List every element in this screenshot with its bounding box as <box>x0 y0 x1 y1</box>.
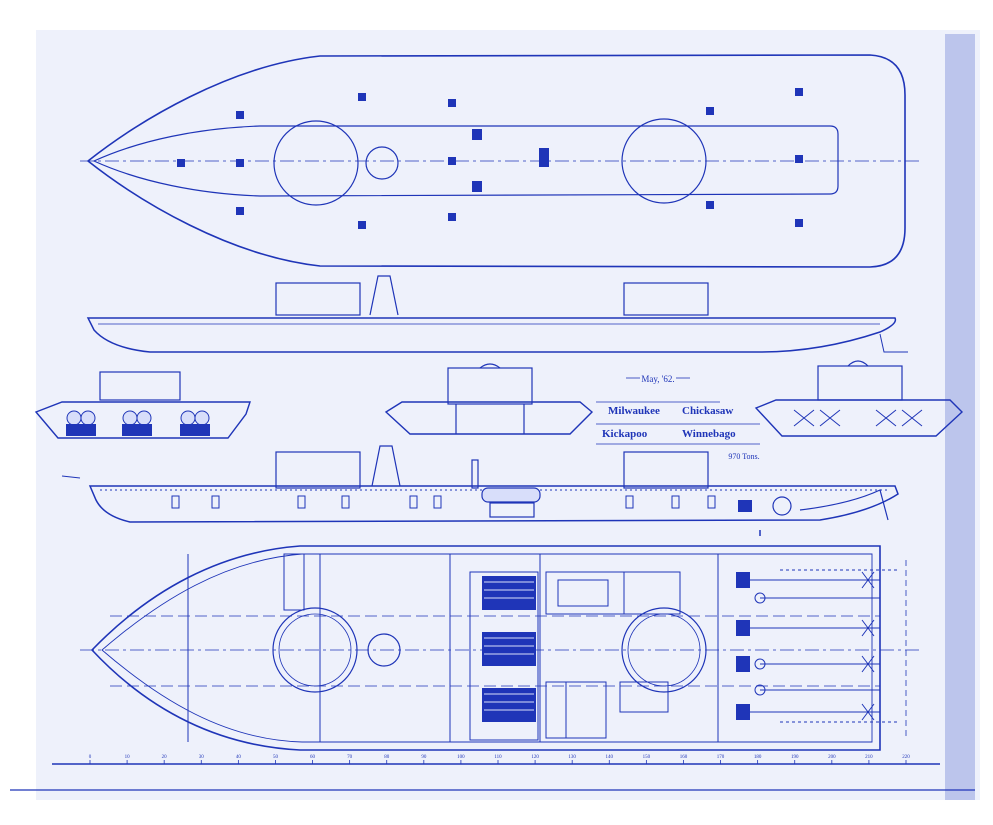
section-midship <box>384 363 594 435</box>
engines-and-shafts <box>736 569 900 723</box>
section-forward-boilers <box>34 371 251 439</box>
scale-tick-label: 60 <box>310 755 316 760</box>
turret-aft-circle <box>621 118 707 204</box>
scale-tick-label: 10 <box>125 755 131 760</box>
scale-tick-label: 210 <box>865 755 873 760</box>
scale-tick-label: 160 <box>680 755 688 760</box>
scale-tick-label: 30 <box>199 755 205 760</box>
scale-tick-label: 180 <box>754 755 762 760</box>
scale-tick-label: 50 <box>273 755 279 760</box>
turret-forward-circle <box>273 120 359 206</box>
vessel-name-4: Winnebago <box>682 428 736 440</box>
smokestack-circle <box>365 146 399 180</box>
scale-tick-label: 70 <box>347 755 353 760</box>
scale-tick-label: 110 <box>494 755 502 760</box>
sheet-edge-shadow <box>945 34 975 800</box>
scale-tick-label: 190 <box>791 755 799 760</box>
vessel-name-3: Kickapoo <box>602 428 648 440</box>
title-block: May, '62. Milwaukee Chickasaw Kickapoo W… <box>596 374 760 461</box>
outboard-profile-view <box>86 275 908 353</box>
scale-tick-label: 80 <box>384 755 390 760</box>
scale-tick-label: 40 <box>236 755 242 760</box>
section-aft-propellers <box>754 360 964 437</box>
inboard-profile-view <box>61 445 899 536</box>
tonnage-label: 970 Tons. <box>728 452 759 461</box>
scale-tick-label: 220 <box>902 755 910 760</box>
plan-date: May, '62. <box>641 374 674 384</box>
hold-plan-view <box>80 545 920 751</box>
scale-tick-label: 170 <box>717 755 725 760</box>
scale-labels: 0 10 20 30 40 50 60 70 80 90 100 110 120 130 140 150 160… <box>89 755 911 760</box>
scale-tick-label: 140 <box>606 755 614 760</box>
deck-plan-view <box>80 54 920 268</box>
scale-bar <box>10 760 975 791</box>
scale-tick-label: 20 <box>162 755 168 760</box>
scale-tick-label: 150 <box>643 755 651 760</box>
scale-tick-label: 200 <box>828 755 836 760</box>
scale-tick-label: 90 <box>421 755 427 760</box>
vessel-name-2: Chickasaw <box>682 405 733 417</box>
scale-tick-label: 130 <box>568 755 576 760</box>
scale-tick-label: 0 <box>89 755 92 760</box>
vessel-name-1: Milwaukee <box>608 405 660 417</box>
scale-tick-label: 100 <box>457 755 465 760</box>
deck-hatches <box>177 88 803 229</box>
scale-tick-label: 120 <box>531 755 539 760</box>
